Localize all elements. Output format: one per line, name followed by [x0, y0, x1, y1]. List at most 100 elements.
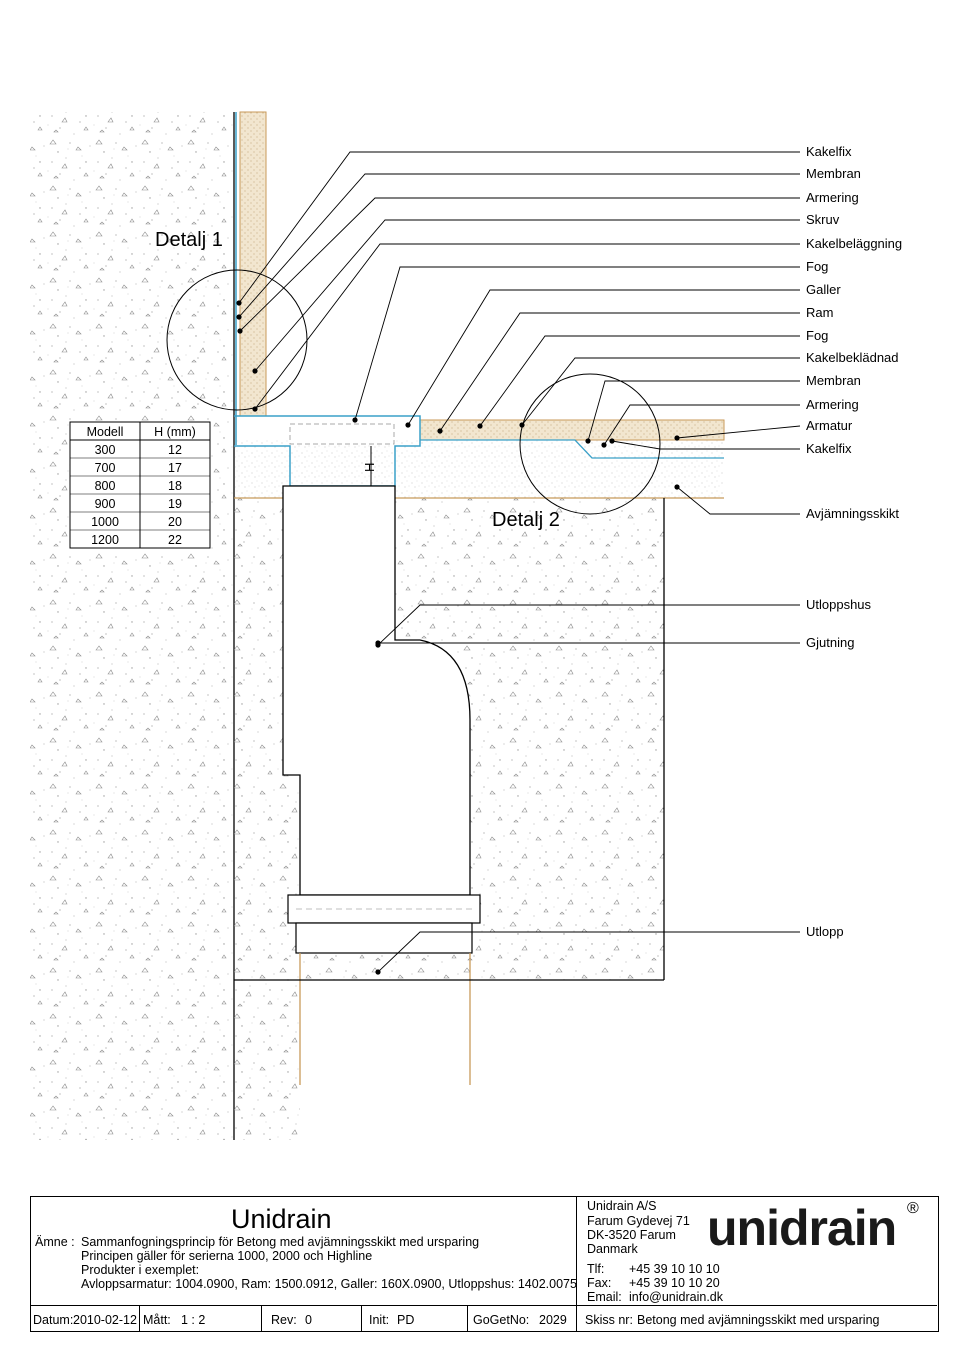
leader-dot — [375, 969, 381, 975]
gogetno-value: 2029 — [539, 1313, 567, 1327]
title-divider — [576, 1197, 577, 1305]
leader-dot — [236, 300, 242, 306]
model-table-cell: 18 — [168, 479, 182, 493]
drain-channel-outline — [234, 415, 421, 487]
callout-label: Avjämningsskikt — [806, 506, 899, 521]
model-table-header-0: Modell — [87, 425, 124, 439]
leader-line — [439, 312, 800, 432]
datum-value: 2010-02-12 — [73, 1313, 137, 1327]
brand-title: Unidrain — [231, 1204, 332, 1234]
callout-label: Ram — [806, 305, 833, 320]
leader-line — [676, 486, 800, 515]
company-city: DK-3520 Farum — [587, 1228, 676, 1242]
leader-dot — [375, 640, 381, 646]
leader-line — [238, 173, 800, 318]
callout-label: Armering — [806, 397, 859, 412]
model-table: Modell H (mm) 300 12 700 17 800 18 900 1… — [69, 421, 211, 549]
callout-label: Kakelfix — [806, 441, 852, 456]
leader-dot — [252, 406, 258, 412]
email-label: Email: — [587, 1290, 622, 1304]
model-table-header-1: H (mm) — [154, 425, 196, 439]
callout-label: Kakelbeklädnad — [806, 350, 899, 365]
leader-dot — [405, 422, 411, 428]
outlet-neck — [295, 922, 473, 954]
cell-divider — [576, 1305, 577, 1331]
leader-line — [479, 335, 800, 427]
leader-line — [239, 197, 800, 332]
leader-dot — [437, 428, 443, 434]
products-label: Produkter i exemplet: — [81, 1263, 200, 1277]
company-name: Unidrain A/S — [587, 1199, 657, 1213]
wall-tile-layer — [239, 111, 267, 417]
callout-label: Kakelfix — [806, 144, 852, 159]
model-table-cell: 1200 — [91, 533, 119, 547]
callout-label: Utloppshus — [806, 597, 872, 612]
leader-line — [521, 357, 800, 426]
leader-line — [354, 266, 800, 421]
leader-line — [611, 440, 800, 450]
leader-dot — [609, 438, 615, 444]
series-text: Principen gäller för serierna 1000, 2000… — [81, 1249, 373, 1263]
h-dimension-label: H — [362, 463, 377, 472]
leader-dot — [519, 422, 525, 428]
callout-leaders — [236, 151, 801, 975]
leader-line — [254, 243, 800, 410]
gogetno-label: GoGetNo: — [473, 1313, 530, 1327]
detail1-label: Detalj 1 — [155, 229, 223, 251]
init-value: PD — [397, 1313, 415, 1327]
leader-dot — [236, 314, 242, 320]
model-table-cell: 800 — [95, 479, 116, 493]
unidrain-logo: unidrain — [707, 1200, 897, 1256]
subject-label: Ämne : — [35, 1235, 75, 1249]
leader-dot — [352, 417, 358, 423]
model-table-cell: 1000 — [91, 515, 119, 529]
title-block: Unidrain Ämne : Sammanfogningsprincip fö… — [30, 1196, 939, 1332]
leader-dot — [674, 484, 680, 490]
title-row-divider — [31, 1305, 937, 1306]
concrete-lower — [234, 980, 300, 1140]
model-table-cell: 22 — [168, 533, 182, 547]
company-street: Farum Gydevej 71 — [587, 1214, 690, 1228]
callout-label: Utlopp — [806, 924, 844, 939]
sketch-label: Skiss nr: — [585, 1313, 633, 1327]
company-country: Danmark — [587, 1242, 638, 1256]
cell-divider — [361, 1305, 362, 1331]
leader-dot — [237, 328, 243, 334]
cell-divider — [467, 1305, 468, 1331]
model-table-cell: 300 — [95, 443, 116, 457]
callout-label: Skruv — [806, 212, 840, 227]
callout-label: Membran — [806, 373, 861, 388]
phone-label: Tlf: — [587, 1262, 605, 1276]
rev-label: Rev: — [271, 1313, 297, 1327]
leader-line — [238, 151, 800, 304]
leader-line — [587, 380, 800, 442]
callout-label: Galler — [806, 282, 841, 297]
datum-label: Datum: — [33, 1313, 74, 1327]
model-table-cell: 900 — [95, 497, 116, 511]
subject-text: Sammanfogningsprincip för Betong med avj… — [81, 1235, 480, 1249]
leader-line — [603, 404, 800, 446]
leader-line — [377, 931, 800, 973]
leader-dot — [477, 423, 483, 429]
drain-grate — [289, 423, 395, 445]
scale-value: 1 : 2 — [181, 1313, 206, 1327]
fax-label: Fax: — [587, 1276, 612, 1290]
cell-divider — [261, 1305, 262, 1331]
detail2-label: Detalj 2 — [492, 509, 560, 531]
leader-line — [254, 219, 800, 372]
callout-label: Fog — [806, 328, 828, 343]
phone-value: +45 39 10 10 10 — [629, 1262, 720, 1276]
leader-line — [676, 425, 801, 439]
leader-line — [377, 604, 800, 646]
scale-label: Mått: — [143, 1313, 171, 1327]
callout-label: Gjutning — [806, 635, 854, 650]
model-table-cell: 20 — [168, 515, 182, 529]
detail2-circle — [519, 373, 661, 515]
fax-value: +45 39 10 10 20 — [629, 1276, 720, 1290]
model-table-cell: 700 — [95, 461, 116, 475]
callout-label: Kakelbeläggning — [806, 236, 902, 251]
sketch-value: Betong med avjämningsskikt med ursparing — [637, 1313, 880, 1327]
leader-dot — [601, 442, 607, 448]
model-table-cell: 19 — [168, 497, 182, 511]
